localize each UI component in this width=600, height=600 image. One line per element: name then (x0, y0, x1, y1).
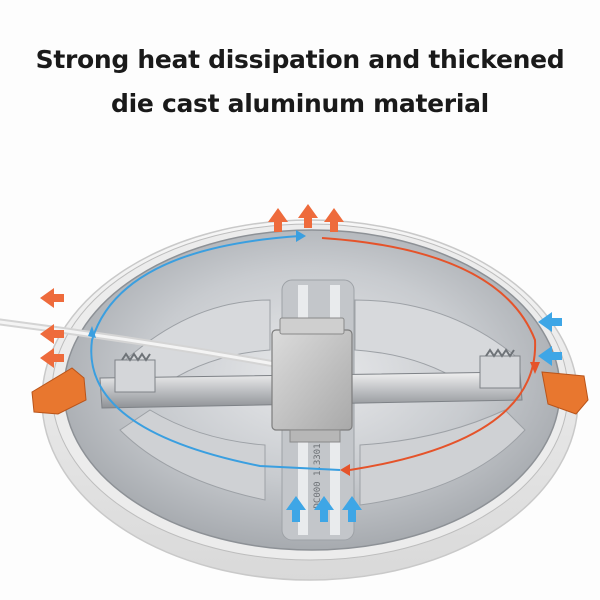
junction-box (271, 317, 353, 443)
mounting-clip-left (31, 367, 87, 415)
hot-air-arrow-icon (268, 204, 344, 232)
headline-line-1: Strong heat dissipation and thickened (35, 45, 565, 74)
headline-line-2: die cast aluminum material (111, 89, 489, 118)
hot-air-arrow-icon (40, 288, 64, 368)
airflow-loop-icon (88, 230, 540, 476)
product-stamp-text: DC000 1.3301 (313, 443, 323, 508)
headline: Strong heat dissipation and thickened di… (0, 38, 600, 126)
cool-air-arrow-icon (538, 312, 562, 366)
mounting-clip-right (541, 371, 589, 415)
cool-air-arrow-icon (286, 496, 362, 522)
